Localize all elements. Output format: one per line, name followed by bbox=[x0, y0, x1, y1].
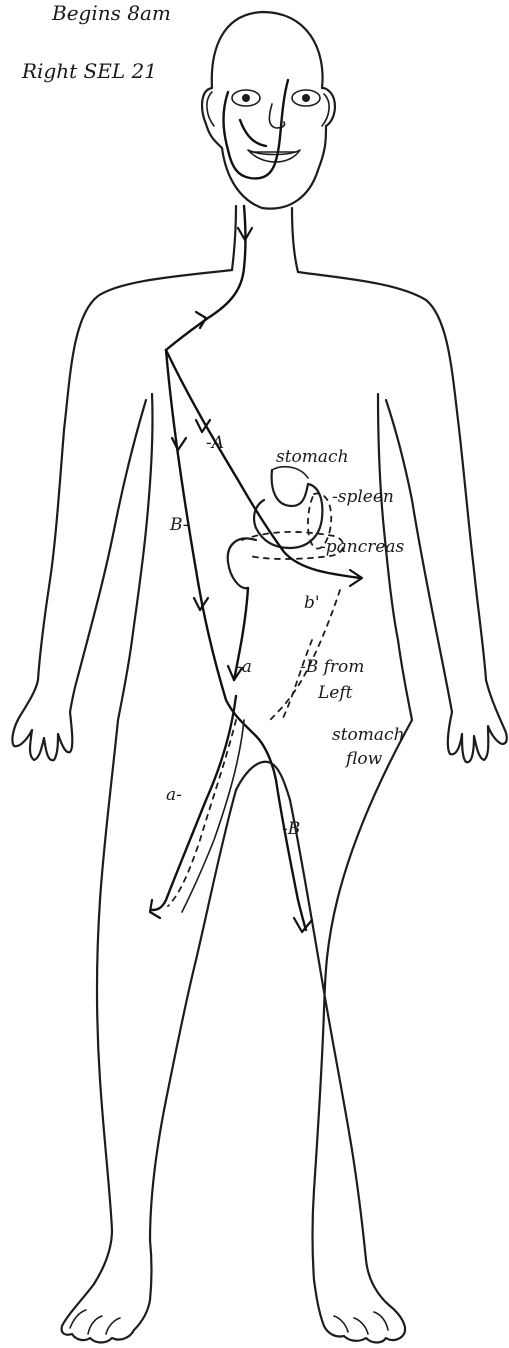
stomach-organ bbox=[254, 470, 322, 548]
right-pupil bbox=[302, 94, 310, 102]
face bbox=[232, 90, 320, 162]
right-ear bbox=[322, 94, 329, 126]
neck-right bbox=[292, 208, 298, 272]
head-outline bbox=[202, 12, 335, 209]
header-meridian-label: Right SEL 21 bbox=[21, 59, 157, 83]
neck-channel bbox=[166, 206, 246, 350]
path-b-prime-label: b' bbox=[304, 593, 320, 613]
body-outline bbox=[12, 12, 506, 1343]
left-toes bbox=[70, 1310, 120, 1334]
branch-a-lower bbox=[152, 696, 236, 910]
b-from-label: -B from bbox=[300, 657, 364, 677]
torso-right-side bbox=[378, 394, 412, 720]
path-A-label: -A bbox=[206, 433, 224, 453]
organs bbox=[228, 467, 344, 588]
labels: stomach -spleen -pancreas -A B- b' -a -B… bbox=[166, 433, 405, 839]
left-leg bbox=[62, 720, 236, 1343]
left-label: Left bbox=[317, 683, 353, 703]
torso-left-side bbox=[118, 394, 153, 720]
spleen-label: -spleen bbox=[332, 487, 394, 507]
right-leg bbox=[290, 720, 412, 1343]
branch-b-prime-cross bbox=[282, 640, 312, 720]
path-B-upper-label: B- bbox=[169, 515, 189, 535]
branch-B-arrow-1 bbox=[172, 438, 186, 450]
path-a-lower-label: a- bbox=[166, 785, 182, 805]
left-ear bbox=[207, 92, 214, 126]
header-time-label: Begins 8am bbox=[51, 1, 171, 25]
path-B-lower-label: -B bbox=[282, 819, 300, 839]
neck-left bbox=[232, 206, 236, 270]
right-toes bbox=[334, 1312, 388, 1334]
crotch bbox=[236, 762, 290, 800]
path-a-upper-label: -a bbox=[236, 657, 252, 677]
stomach-label: stomach bbox=[276, 447, 349, 467]
left-shoulder-arm bbox=[12, 270, 232, 760]
face-inner-channel bbox=[240, 120, 266, 146]
left-pupil bbox=[242, 94, 250, 102]
stomach-top bbox=[272, 467, 308, 478]
stomach-flow-label-2: flow bbox=[344, 749, 383, 769]
duodenum bbox=[228, 538, 256, 588]
pancreas-label: -pancreas bbox=[320, 537, 405, 557]
stomach-flow-label-1: stomach bbox=[332, 725, 405, 745]
branch-B-upper bbox=[166, 350, 306, 930]
